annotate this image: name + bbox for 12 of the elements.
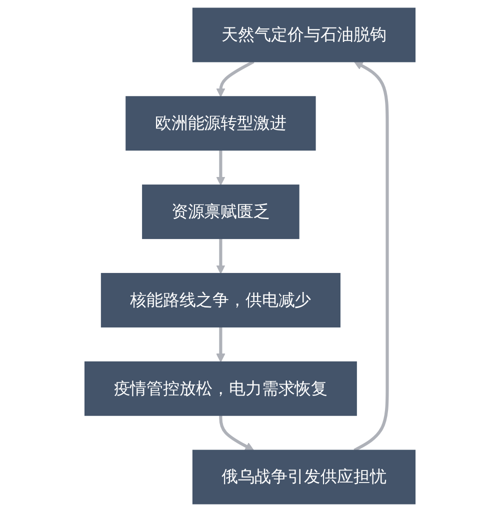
- node-box: 俄乌战争引发供应担忧: [192, 450, 416, 504]
- node-box: 资源禀赋匮乏: [142, 184, 300, 240]
- arrow: [219, 415, 254, 451]
- node-box: 核能路线之争，供电减少: [100, 272, 340, 328]
- node-box: 欧洲能源转型激进: [126, 96, 316, 151]
- node-box: 天然气定价与石油脱钩: [192, 8, 416, 62]
- arrow: [216, 150, 226, 186]
- arrow: [216, 238, 226, 274]
- arrow: [354, 61, 389, 452]
- arrow: [216, 326, 226, 362]
- node-box: 疫情管控放松，电力需求恢复: [84, 361, 357, 416]
- arrow: [216, 60, 254, 98]
